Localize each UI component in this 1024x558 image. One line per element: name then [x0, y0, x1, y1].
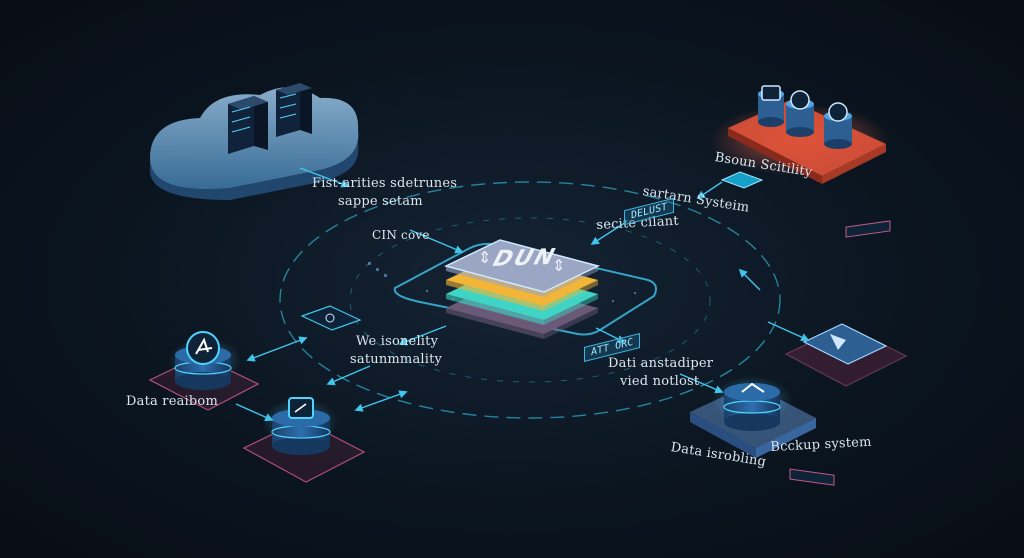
core-layer-side — [544, 294, 598, 325]
data-anstadiper-label-2: vied notlost — [620, 374, 700, 389]
core-layer-side — [446, 308, 544, 339]
core-layer-side — [544, 266, 598, 297]
server-cylinder-icon — [758, 85, 784, 127]
cloud-servers-label-1: Fist-arities sdetrunes — [312, 176, 458, 191]
core-platform-outline — [393, 242, 657, 336]
orbit-rings — [279, 181, 781, 419]
shield-icon — [786, 90, 814, 137]
core-layer-side — [446, 266, 544, 297]
right-panel-node[interactable] — [784, 220, 908, 486]
settings-icon — [824, 102, 852, 149]
cloud-servers-label-2: sappe setam — [338, 194, 423, 209]
swap-vertical-icon: ⇕ — [478, 248, 492, 267]
cdn-love-label: CIN cove — [372, 228, 430, 242]
small-chip-top-right — [720, 171, 764, 189]
center-db-label-1: We isonelity — [356, 334, 439, 349]
small-chip-left — [300, 305, 362, 331]
center-db-label-2: satunmmality — [350, 352, 443, 367]
core-layer-side — [446, 280, 544, 311]
swap-vertical-icon: ⇕ — [552, 256, 566, 275]
core-layer-side — [446, 294, 544, 325]
server-rack-icon — [228, 96, 268, 154]
server-rack-icon — [276, 83, 312, 137]
data-reaibom-label: Data reaibom — [126, 394, 218, 409]
center-db-node[interactable] — [242, 397, 366, 483]
bsoun-scitility-node[interactable] — [710, 85, 890, 184]
data-reaibom-node[interactable] — [148, 331, 260, 411]
core-layer-side — [544, 308, 598, 339]
particle-dots — [368, 262, 636, 302]
cloud-servers-node[interactable] — [150, 83, 359, 200]
core-layer-stack[interactable] — [443, 239, 601, 339]
data-isrobling-node[interactable] — [690, 376, 816, 458]
connector-arrows — [235, 167, 810, 422]
data-anstadiper-label-1: Dati anstadiper — [608, 356, 714, 371]
core-layer — [443, 239, 601, 293]
core-layer-side — [544, 280, 598, 311]
